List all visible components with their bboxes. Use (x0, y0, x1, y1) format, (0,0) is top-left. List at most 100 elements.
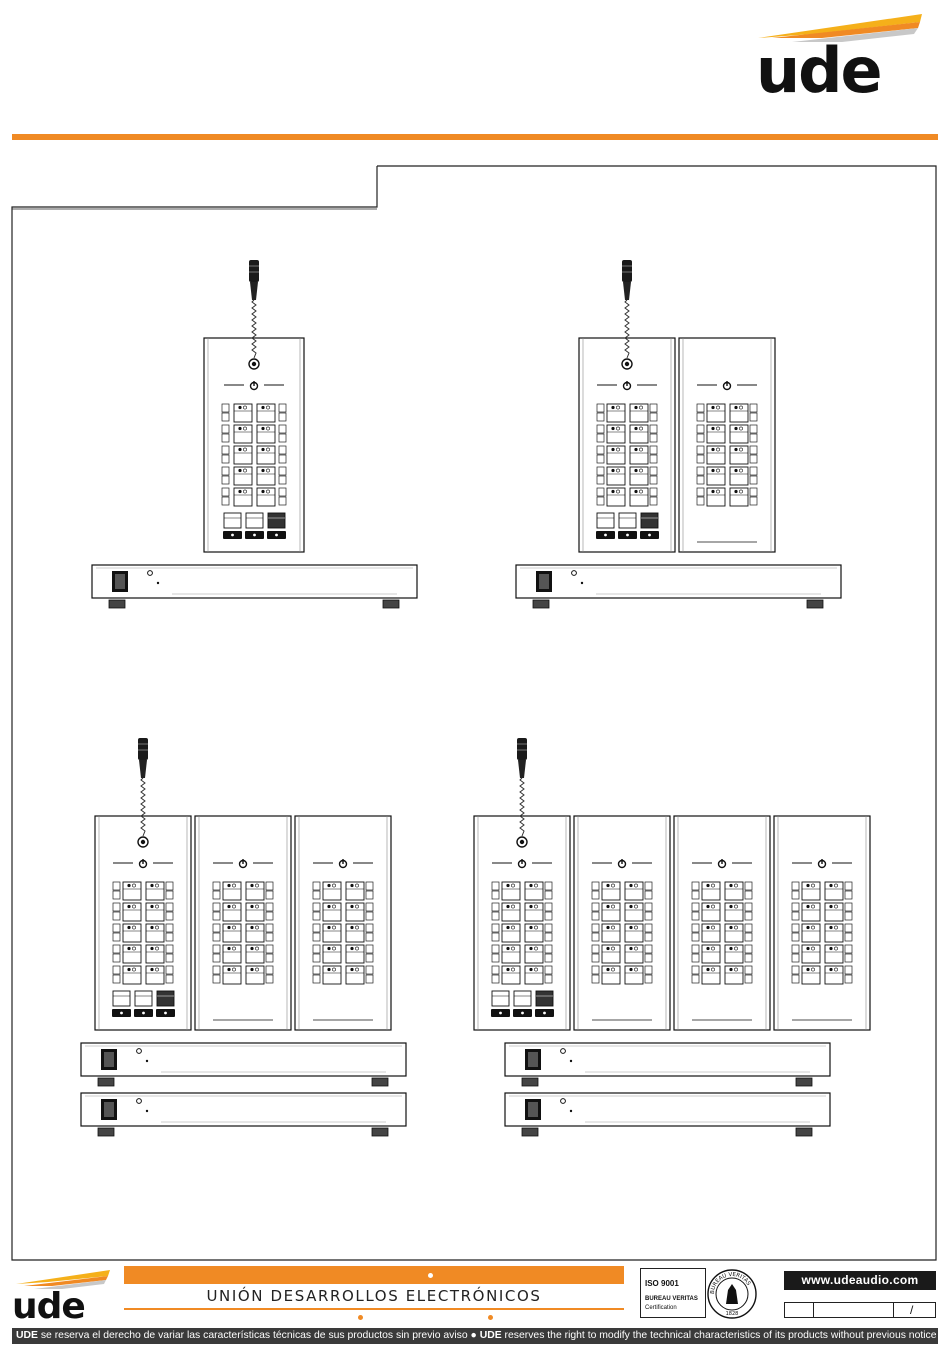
station-key (233, 403, 253, 423)
function-key (535, 990, 554, 1017)
header-orange-rule (12, 134, 938, 140)
extension-panel (678, 337, 776, 553)
station-key (729, 403, 749, 423)
station-key (824, 923, 844, 943)
side-indicator (791, 923, 853, 942)
station-key (256, 445, 276, 465)
side-indicator (596, 403, 658, 422)
station-key (629, 403, 649, 423)
station-key (245, 881, 265, 901)
side-indicator (312, 902, 374, 921)
station-key (724, 902, 744, 922)
station-key (801, 965, 821, 985)
side-indicator (696, 403, 758, 422)
cert-sub: Certification (645, 1305, 677, 1311)
disclaimer-en: reserves the right to modify the technic… (501, 1330, 937, 1341)
extension-panel (673, 815, 771, 1031)
ude-logo-top: ude (756, 14, 922, 100)
disclaimer-brand-en: UDE (479, 1330, 502, 1341)
side-indicator (312, 881, 374, 900)
microphone (516, 738, 528, 848)
side-indicator (212, 923, 274, 942)
side-indicator (791, 944, 853, 963)
power-switch (536, 571, 552, 592)
side-indicator (696, 424, 758, 443)
station-key (629, 445, 649, 465)
certification-box (640, 1268, 706, 1318)
station-key (501, 923, 521, 943)
side-indicator (591, 965, 653, 984)
station-key (624, 881, 644, 901)
side-indicator (696, 487, 758, 506)
configuration-config-3 (80, 738, 407, 1137)
side-indicator (221, 466, 287, 485)
station-key (122, 944, 142, 964)
frame-lines (11, 165, 937, 1261)
website-link[interactable]: www.udeaudio.com (784, 1271, 936, 1290)
power-switch (112, 571, 128, 592)
power-icon (622, 381, 632, 391)
station-key (701, 965, 721, 985)
power-switch (101, 1049, 117, 1070)
station-key (724, 881, 744, 901)
function-key (223, 512, 242, 539)
master-panel (203, 337, 305, 553)
station-key (256, 424, 276, 444)
side-indicator (312, 944, 374, 963)
configuration-config-1 (91, 260, 418, 609)
station-key (601, 881, 621, 901)
microphone (137, 738, 149, 848)
side-indicator (112, 923, 174, 942)
station-key (345, 923, 365, 943)
footer-dot (488, 1315, 493, 1320)
station-key (601, 902, 621, 922)
extension-panel (194, 815, 292, 1031)
station-key (256, 403, 276, 423)
ude-logo-footer: ude (12, 1270, 110, 1322)
function-key (513, 990, 532, 1017)
master-panel (578, 337, 676, 553)
disclaimer-bar: UDE se reserva el derecho de variar las … (12, 1328, 938, 1344)
station-key (222, 965, 242, 985)
microphone (621, 260, 633, 370)
station-key (345, 965, 365, 985)
station-key (345, 881, 365, 901)
function-key (491, 990, 510, 1017)
station-key (256, 466, 276, 486)
station-key (501, 944, 521, 964)
station-key (501, 902, 521, 922)
foot (521, 1077, 539, 1087)
side-indicator (221, 487, 287, 506)
foot (97, 1127, 115, 1137)
station-key (145, 965, 165, 985)
station-key (729, 466, 749, 486)
station-key (729, 445, 749, 465)
function-key (156, 990, 175, 1017)
side-indicator (221, 403, 287, 422)
station-key (322, 923, 342, 943)
station-key (824, 902, 844, 922)
station-key (824, 944, 844, 964)
side-indicator (596, 466, 658, 485)
station-key (706, 487, 726, 507)
station-key (122, 881, 142, 901)
side-indicator (212, 881, 274, 900)
station-key (322, 965, 342, 985)
side-indicator (312, 923, 374, 942)
function-key (596, 512, 615, 539)
station-key (233, 424, 253, 444)
extension-panel (573, 815, 671, 1031)
side-indicator (596, 445, 658, 464)
station-key (524, 965, 544, 985)
station-key (606, 487, 626, 507)
station-key (824, 881, 844, 901)
station-key (701, 923, 721, 943)
station-key (322, 902, 342, 922)
cert-body: BUREAU VERITAS (645, 1296, 698, 1302)
side-indicator (221, 445, 287, 464)
company-name: UNIÓN DESARROLLOS ELECTRÓNICOS (206, 1287, 542, 1305)
station-key (501, 965, 521, 985)
station-key (624, 902, 644, 922)
station-key (233, 487, 253, 507)
amplifier-unit (80, 1092, 407, 1137)
